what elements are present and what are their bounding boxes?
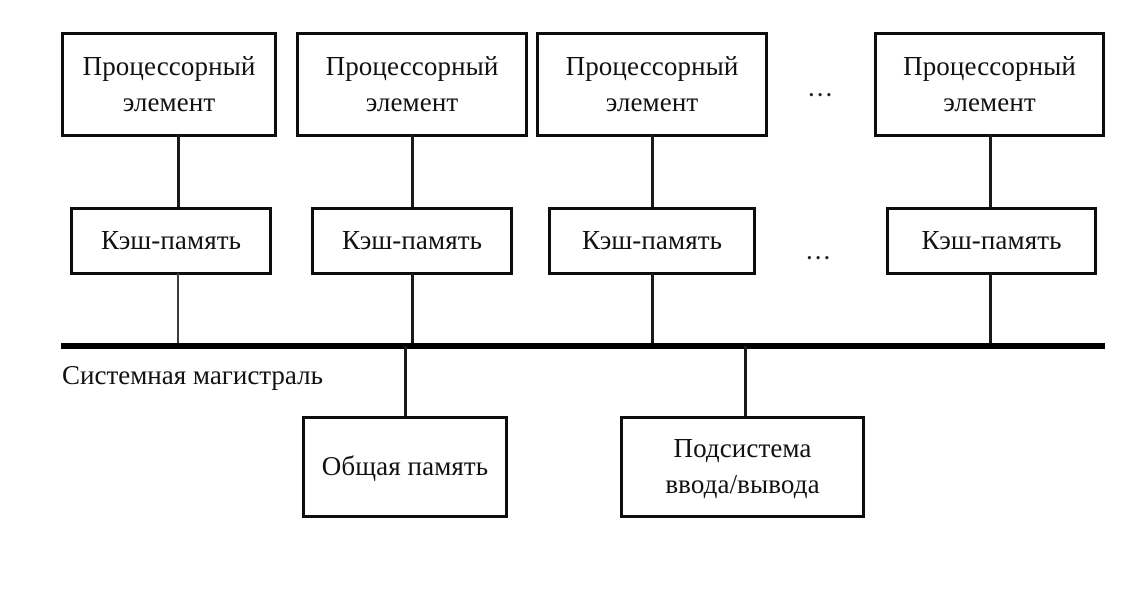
cache-label-2: Кэш-память bbox=[341, 225, 483, 256]
cache-box-2[interactable]: Кэш-память bbox=[311, 207, 513, 275]
processor-element-label-3: Процессорный элемент bbox=[565, 50, 739, 117]
processor-element-label-4: Процессорный элемент bbox=[903, 50, 1076, 117]
connector-pe2-cache2 bbox=[411, 135, 414, 209]
connector-cache1-bus bbox=[177, 273, 179, 347]
system-bus-line bbox=[61, 343, 1105, 349]
cache-box-4[interactable]: Кэш-память bbox=[886, 207, 1097, 275]
system-bus-label: Системная магистраль bbox=[62, 360, 323, 390]
connector-cache3-bus bbox=[651, 273, 654, 347]
connector-pe4-cache4 bbox=[989, 135, 992, 209]
shared-memory-label: Общая память bbox=[321, 451, 489, 482]
shared-memory-box[interactable]: Общая память bbox=[302, 416, 508, 518]
connector-bus-shared-memory bbox=[404, 346, 407, 418]
cache-label-3: Кэш-память bbox=[581, 225, 723, 256]
processor-element-label-1: Процессорный элемент bbox=[82, 50, 256, 117]
processor-element-box-1[interactable]: Процессорный элемент bbox=[61, 32, 277, 137]
processor-element-box-3[interactable]: Процессорный элемент bbox=[536, 32, 768, 137]
cache-box-1[interactable]: Кэш-память bbox=[70, 207, 272, 275]
processor-element-label-2: Процессорный элемент bbox=[325, 50, 499, 117]
connector-cache2-bus bbox=[411, 273, 414, 347]
processor-element-box-4[interactable]: Процессорный элемент bbox=[874, 32, 1105, 137]
cache-label-1: Кэш-память bbox=[100, 225, 242, 256]
connector-pe1-cache1 bbox=[177, 135, 180, 209]
connector-cache4-bus bbox=[989, 273, 992, 347]
processor-element-box-2[interactable]: Процессорный элемент bbox=[296, 32, 528, 137]
connector-pe3-cache3 bbox=[651, 135, 654, 209]
io-subsystem-label: Подсистема ввода/вывода bbox=[665, 433, 820, 499]
cache-label-4: Кэш-память bbox=[921, 225, 1062, 256]
processor-row-ellipsis: ... bbox=[808, 72, 835, 102]
cache-box-3[interactable]: Кэш-память bbox=[548, 207, 756, 275]
cache-row-ellipsis: ... bbox=[806, 235, 833, 265]
io-subsystem-box[interactable]: Подсистема ввода/вывода bbox=[620, 416, 865, 518]
connector-bus-io-subsystem bbox=[744, 346, 747, 418]
